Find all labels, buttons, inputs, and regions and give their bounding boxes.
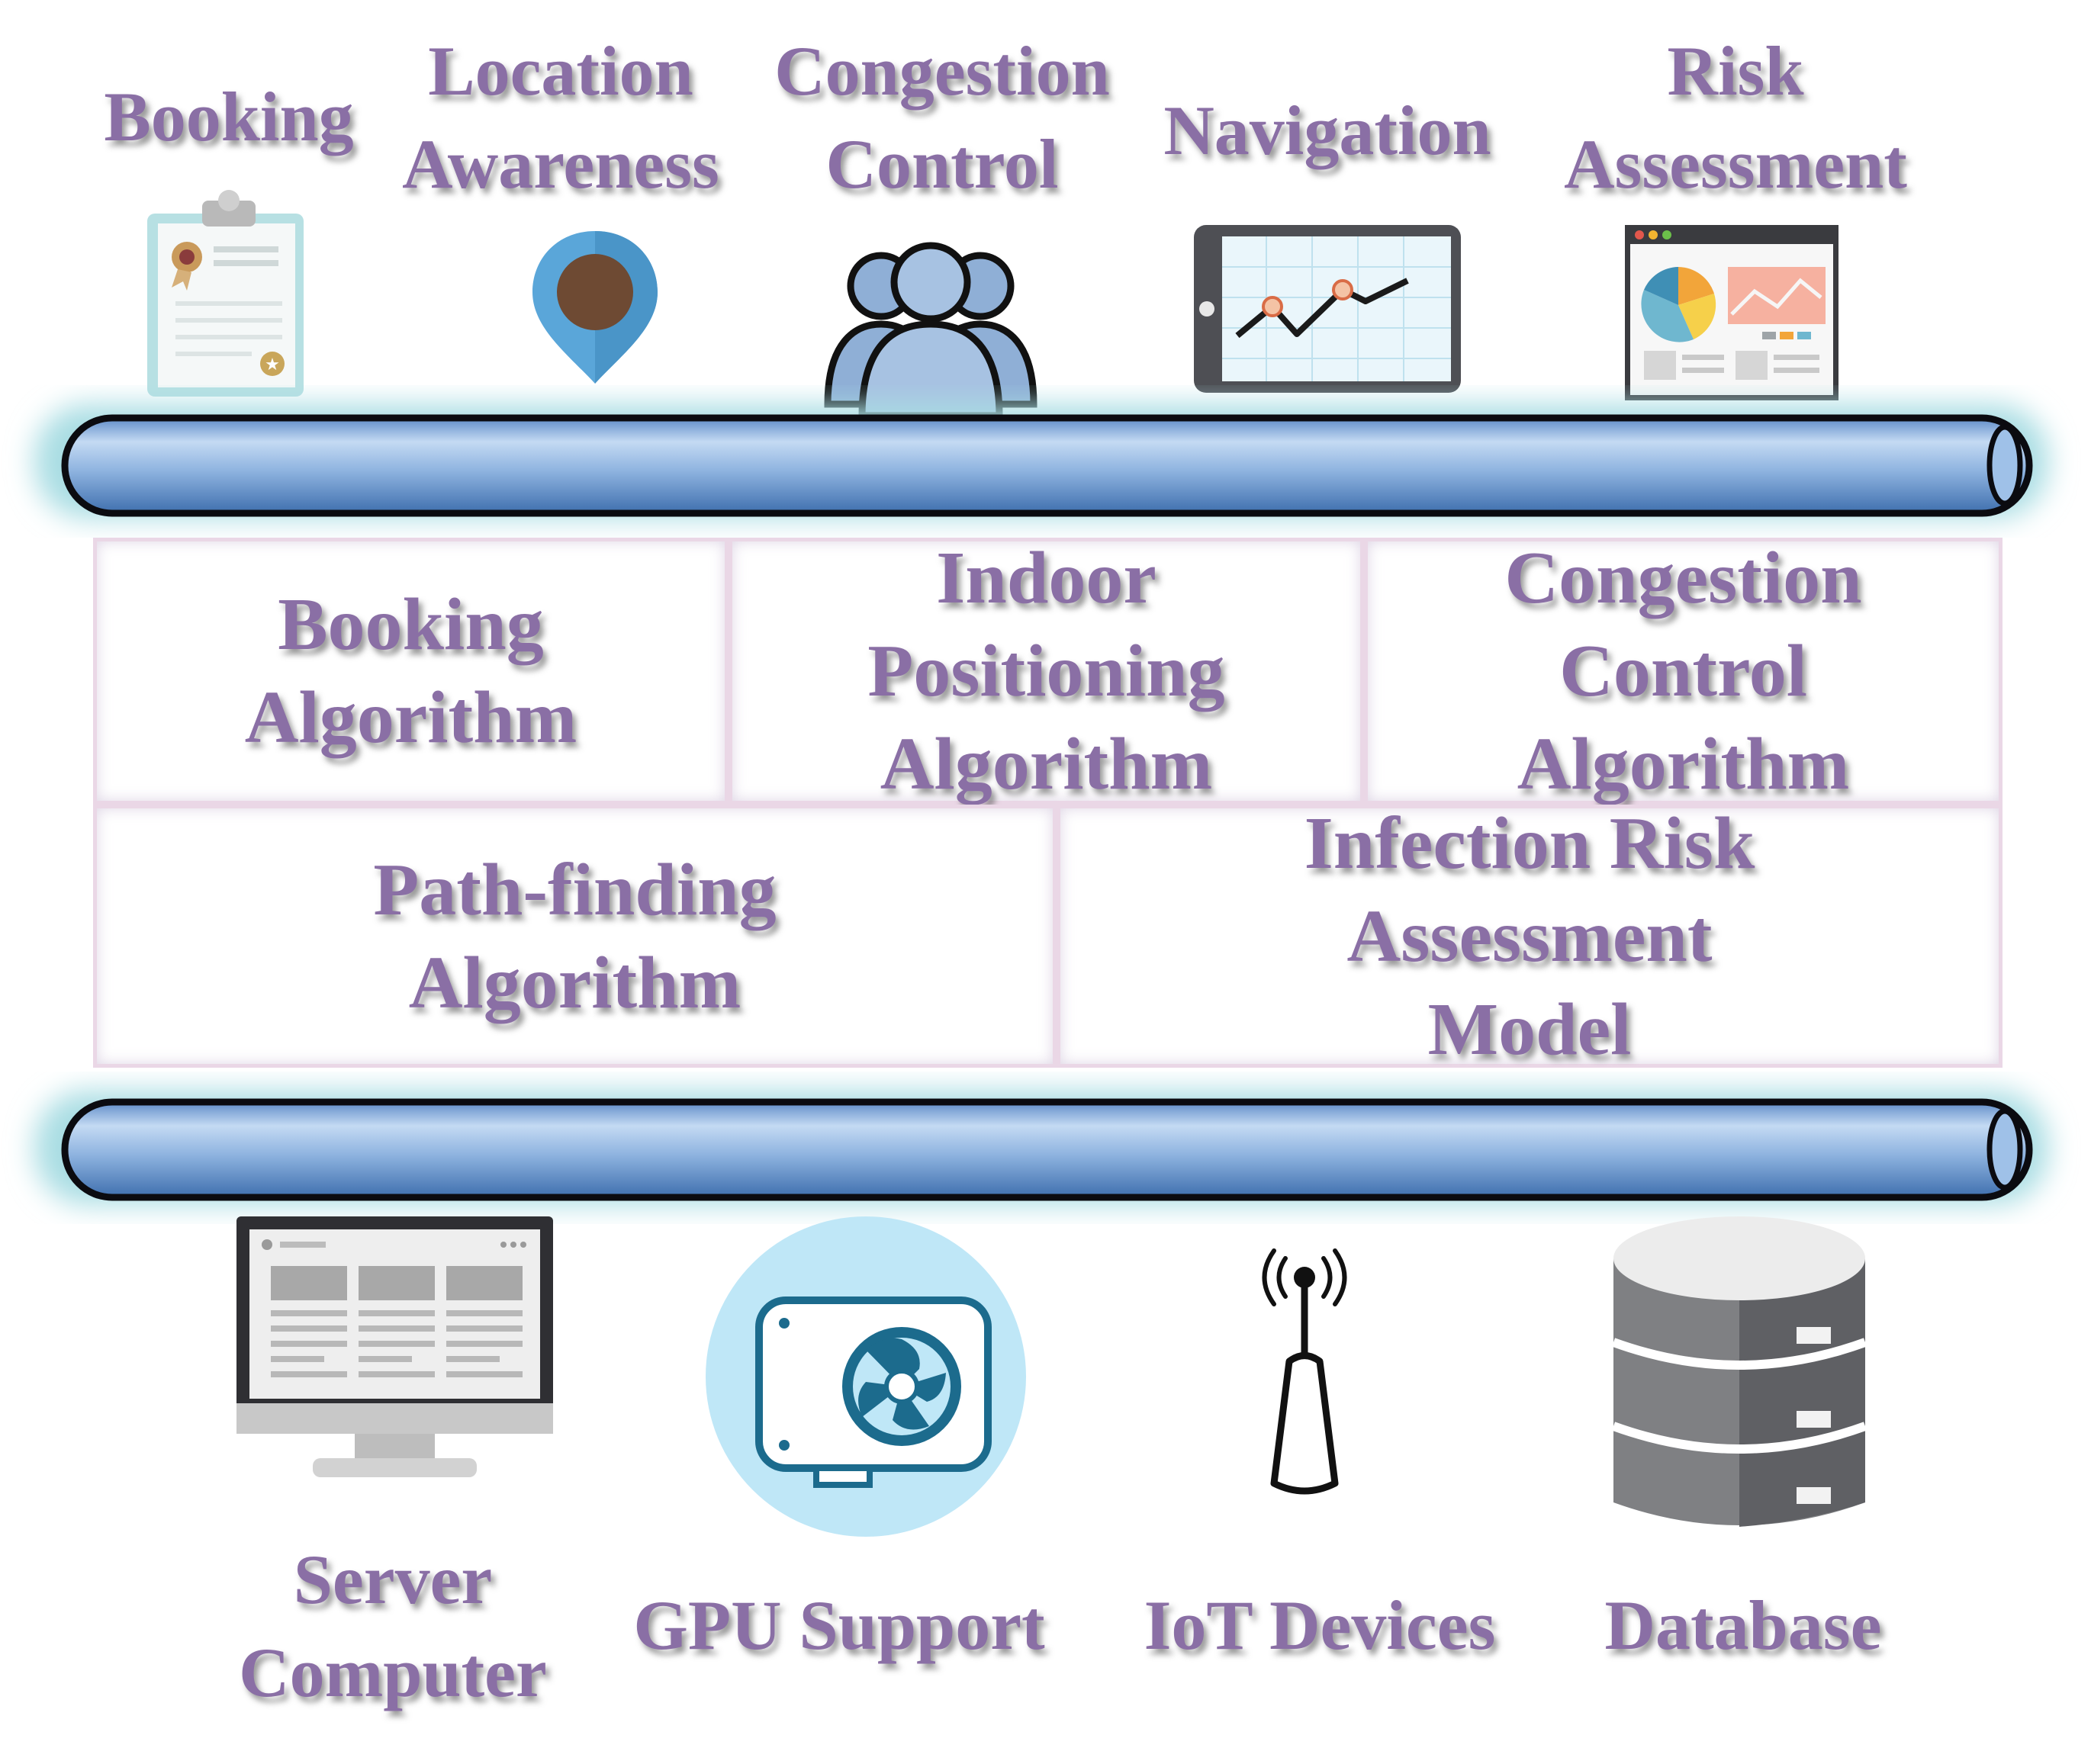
algorithm-cell-indoor-positioning: Indoor Positioning Algorithm (729, 537, 1364, 805)
algorithm-cell-path-finding: Path-finding Algorithm (93, 805, 1057, 1068)
infra-label-gpu-support: GPU Support (633, 1586, 1045, 1664)
svg-text:★: ★ (265, 355, 280, 374)
top-bus-pipe (34, 404, 2048, 519)
infra-label-iot-devices: IoT Devices (1144, 1586, 1496, 1664)
infra-label-database: Database (1604, 1586, 1882, 1664)
algorithm-label-infection-risk: Infection Risk Assessment Model (1304, 802, 1755, 1071)
clipboard-icon: ★ (147, 190, 304, 397)
bottom-bus-pipe (34, 1091, 2048, 1205)
crowd-icon (824, 242, 1037, 419)
infra-label-server-computer: Server Computer (239, 1541, 547, 1711)
gpu-icon (706, 1216, 1026, 1537)
app-label-booking: Booking (104, 78, 354, 156)
algorithm-label-path-finding: Path-finding Algorithm (373, 848, 777, 1024)
dashboard-icon (1625, 225, 1838, 400)
database-icon (1611, 1216, 1867, 1527)
algorithm-label-indoor-positioning: Indoor Positioning Algorithm (867, 537, 1225, 805)
antenna-icon (1262, 1248, 1347, 1495)
algorithm-label-congestion-control: Congestion Control Algorithm (1504, 537, 1862, 805)
app-label-risk-assessment: Risk Assessment (1564, 32, 1907, 203)
algorithm-cell-booking: Booking Algorithm (93, 538, 729, 805)
app-label-congestion-control: Congestion Control (774, 32, 1110, 203)
algorithm-label-booking: Booking Algorithm (244, 583, 577, 759)
tablet-chart-icon (1194, 225, 1461, 393)
app-label-location-awareness: Location Awareness (402, 32, 719, 203)
app-label-navigation: Navigation (1163, 92, 1491, 169)
monitor-icon (236, 1216, 553, 1477)
location-pin-icon (532, 231, 658, 384)
algorithm-cell-congestion-control: Congestion Control Algorithm (1364, 537, 2003, 805)
algorithm-cell-infection-risk: Infection Risk Assessment Model (1057, 802, 2003, 1071)
